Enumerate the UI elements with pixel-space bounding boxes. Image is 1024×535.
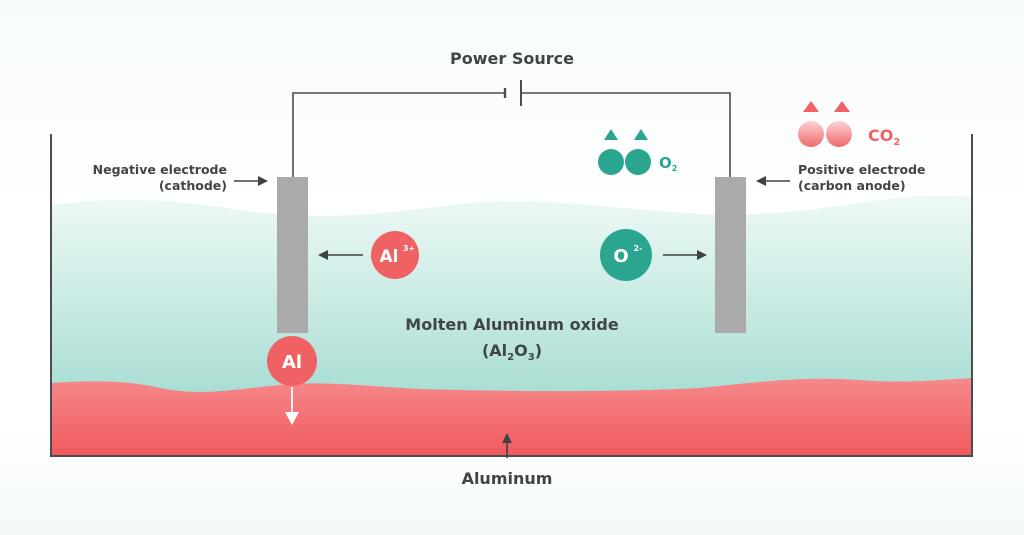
co2-atom-icon xyxy=(798,121,824,147)
o2-triangle-icon xyxy=(604,129,618,140)
co2-triangle-icon xyxy=(834,101,850,112)
al3-plus-ion: Al 3+ xyxy=(371,231,419,279)
o2-atom-icon xyxy=(625,149,651,175)
power-source-label: Power Source xyxy=(450,49,574,68)
anode-electrode xyxy=(715,177,746,333)
tank-walls xyxy=(50,134,973,457)
aluminum-atom-label: Al xyxy=(282,352,302,373)
aluminum-atom: Al xyxy=(267,336,317,386)
cathode-label-line1: Negative electrode xyxy=(93,162,227,177)
wire-left xyxy=(292,92,505,177)
aluminum-atom-circle xyxy=(267,336,317,386)
molten-aluminum-layer xyxy=(51,378,972,456)
aluminum-label: Aluminum xyxy=(462,469,553,488)
co2-formula: CO2 xyxy=(868,126,900,148)
co2-molecule: CO2 xyxy=(798,101,900,148)
oxide-ion: O 2- xyxy=(600,229,652,281)
electrolyte-label: Molten Aluminum oxide xyxy=(405,315,619,334)
co2-atom-icon xyxy=(826,121,852,147)
o2-formula: O2 xyxy=(659,154,677,173)
al3-ion-circle xyxy=(371,231,419,279)
oxide-ion-circle xyxy=(600,229,652,281)
o2-molecule: O2 xyxy=(598,129,677,175)
al3-ion-label: Al xyxy=(380,247,399,267)
cathode-label-line2: (cathode) xyxy=(159,178,227,193)
electrolyte-formula: (Al2O3) xyxy=(482,341,542,363)
co2-triangle-icon xyxy=(803,101,819,112)
oxide-ion-label: O xyxy=(613,246,628,267)
oxide-ion-charge: 2- xyxy=(634,244,643,253)
anode-label-line1: Positive electrode xyxy=(798,162,926,177)
o2-triangle-icon xyxy=(634,129,648,140)
wire-right xyxy=(521,92,731,177)
al3-ion-charge: 3+ xyxy=(403,244,415,253)
o2-atom-icon xyxy=(598,149,624,175)
cathode-electrode xyxy=(277,177,308,333)
anode-label-line2: (carbon anode) xyxy=(798,178,906,193)
aluminum-sink-arrow-head xyxy=(285,412,299,425)
